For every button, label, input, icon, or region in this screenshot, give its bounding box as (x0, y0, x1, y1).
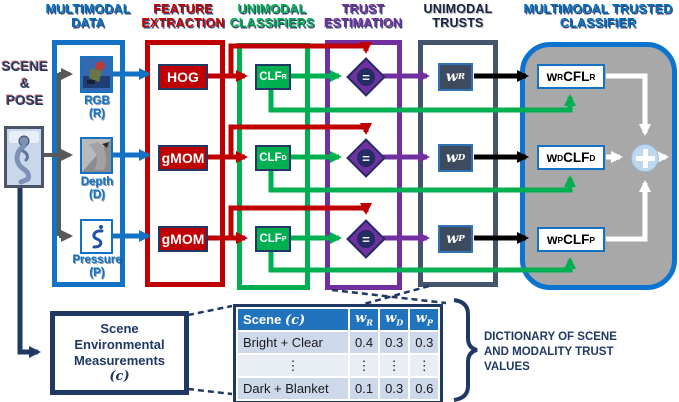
equals-icon: = (357, 68, 375, 86)
envbox-to-table-bottom-link (187, 387, 233, 396)
trust-dictionary-table: Scene (c) wR wD wP Bright + Clear 0.4 0.… (233, 304, 444, 402)
table-header-row: Scene (c) wR wD wP (238, 309, 439, 330)
rgb-label: RGB (R) (84, 95, 110, 120)
col-wr: wR (350, 309, 379, 330)
equals-icon: = (357, 149, 375, 167)
gmom-pressure-box: gMOM (158, 226, 208, 252)
rgb-thumbnail (80, 56, 113, 93)
pressure-thumbnail (80, 219, 113, 254)
hog-box: HOG (158, 64, 208, 90)
pressure-label: Pressure (P) (72, 254, 122, 279)
scene-pose-label: SCENE & POSE (1, 59, 49, 108)
table-row: ⋮ ⋮ ⋮ ⋮ (238, 355, 439, 376)
unimodal-trusts-container (418, 40, 498, 287)
depth-label: Depth (D) (80, 176, 114, 201)
depth-thumbnail (80, 137, 113, 174)
envbox-to-table-top-link (187, 304, 233, 317)
col-wp: wP (410, 309, 439, 330)
table-row: Bright + Clear 0.4 0.3 0.3 (238, 332, 439, 353)
col-wd: wD (380, 309, 409, 330)
summation-plus-icon (631, 144, 659, 172)
scene-to-env-box-arrow (17, 187, 41, 358)
curly-brace-icon (453, 298, 478, 402)
sleeping-person-icon (9, 131, 39, 185)
col-scene: Scene (c) (238, 309, 348, 330)
depth-image-icon (82, 139, 111, 172)
pressure-map-icon (82, 221, 111, 252)
table-row: Dark + Blanket 0.1 0.3 0.6 (238, 378, 439, 399)
rgb-image-icon (82, 58, 111, 91)
scene-pose-illustration (4, 126, 44, 188)
scene-environment-box: Scene Environmental Measurements (c) (50, 311, 189, 395)
dictionary-note: DICTIONARY OF SCENE AND MODALITY TRUST V… (484, 331, 617, 373)
gmom-depth-box: gMOM (158, 145, 208, 171)
trust-to-table-link (331, 288, 447, 305)
equals-icon: = (357, 230, 375, 248)
feature-extraction-container (145, 40, 225, 287)
